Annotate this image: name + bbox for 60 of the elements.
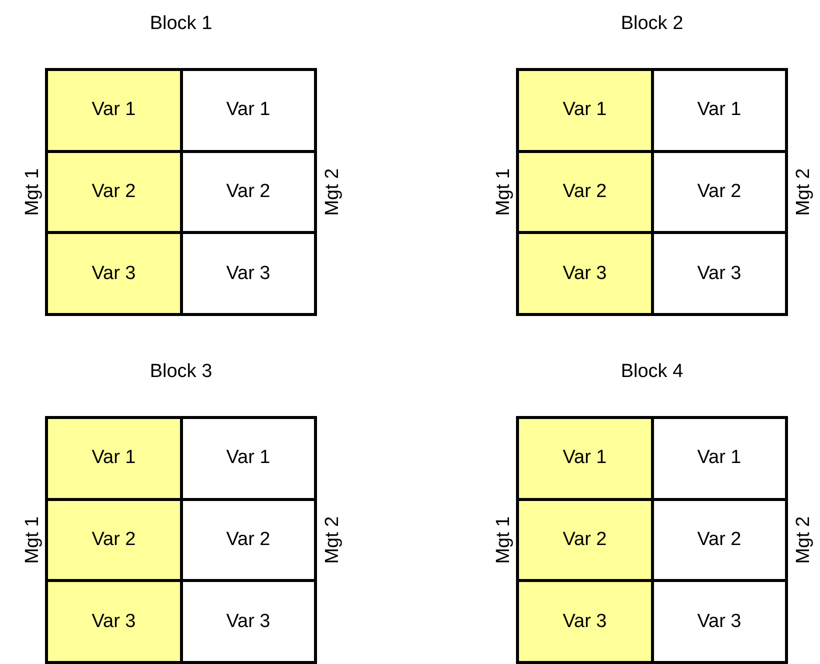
table-cell xyxy=(654,500,785,580)
side-label: Mgt 1 xyxy=(492,516,515,564)
cell-text: Var 3 xyxy=(92,610,136,633)
table-cell xyxy=(654,71,785,150)
table-cell xyxy=(182,582,314,661)
highlighted-cell xyxy=(48,71,180,150)
cell-text: Var 1 xyxy=(226,447,270,470)
cell-text: Var 3 xyxy=(697,610,742,633)
table-cell xyxy=(654,152,785,232)
cell-text: Var 2 xyxy=(697,180,742,203)
highlighted-cell xyxy=(519,582,650,661)
cell-text: Var 2 xyxy=(92,528,136,551)
cell-text: Var 2 xyxy=(697,528,742,551)
highlighted-cell xyxy=(48,234,180,313)
side-label: Mgt 1 xyxy=(22,168,44,216)
table-cell xyxy=(182,71,314,150)
highlighted-cell xyxy=(519,419,650,498)
cell-text: Var 2 xyxy=(226,180,270,203)
highlighted-cell xyxy=(519,234,650,313)
block-title: Block 1 xyxy=(150,13,212,35)
table-cell xyxy=(182,500,314,580)
cell-text: Var 1 xyxy=(697,447,742,470)
table-cell xyxy=(182,234,314,313)
highlighted-cell xyxy=(48,419,180,498)
table-cell xyxy=(654,419,785,498)
highlighted-cell xyxy=(519,71,650,150)
table-cell xyxy=(182,152,314,232)
cell-text: Var 3 xyxy=(697,262,742,285)
side-label: Mgt 1 xyxy=(492,168,515,216)
cell-text: Var 1 xyxy=(92,447,136,470)
highlighted-cell xyxy=(519,500,650,580)
side-label: Mgt 2 xyxy=(322,516,344,564)
cell-text: Var 3 xyxy=(562,262,607,285)
cell-text: Var 3 xyxy=(562,610,607,633)
table-cell xyxy=(182,419,314,498)
cell-text: Var 1 xyxy=(697,99,742,122)
highlighted-cell xyxy=(48,152,180,232)
side-label: Mgt 2 xyxy=(322,168,344,216)
block-title: Block 4 xyxy=(620,361,684,383)
cell-text: Var 3 xyxy=(226,610,270,633)
highlighted-cell xyxy=(48,582,180,661)
highlighted-cell xyxy=(48,500,180,580)
side-label: Mgt 2 xyxy=(792,516,815,564)
cell-text: Var 1 xyxy=(226,99,270,122)
cell-text: Var 1 xyxy=(562,447,607,470)
block-title: Block 2 xyxy=(620,13,684,35)
table-cell xyxy=(654,234,785,313)
cell-text: Var 2 xyxy=(92,180,136,203)
cell-text: Var 3 xyxy=(226,262,270,285)
cell-text: Var 2 xyxy=(562,528,607,551)
cell-text: Var 2 xyxy=(562,180,607,203)
block-title: Block 3 xyxy=(150,361,212,383)
cell-text: Var 1 xyxy=(562,99,607,122)
side-label: Mgt 1 xyxy=(22,516,44,564)
cell-text: Var 3 xyxy=(92,262,136,285)
cell-text: Var 2 xyxy=(226,528,270,551)
side-label: Mgt 2 xyxy=(792,168,815,216)
highlighted-cell xyxy=(519,152,650,232)
table-cell xyxy=(654,582,785,661)
cell-text: Var 1 xyxy=(92,99,136,122)
